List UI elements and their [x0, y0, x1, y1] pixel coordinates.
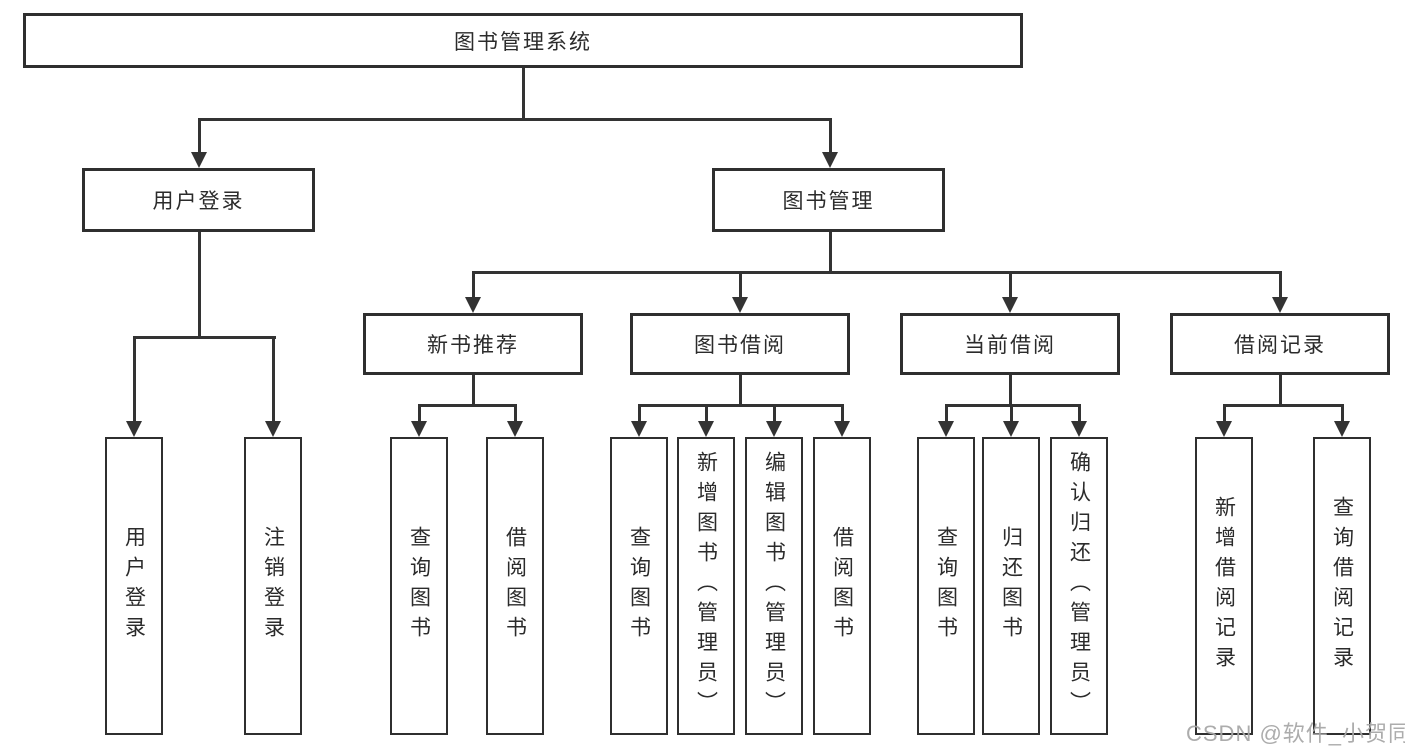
node-label: 图书管理 — [782, 190, 875, 213]
node-book-borrowing: 图书借阅 — [630, 313, 850, 375]
connector-line — [944, 404, 948, 422]
leaf-borrow-books: 借阅图书 — [813, 437, 871, 735]
node-label: 当前借阅 — [964, 334, 1056, 357]
leaf-query-books: 查询图书 — [610, 437, 668, 735]
connector-line — [197, 118, 201, 154]
connector-line — [1340, 404, 1344, 422]
leaf-query-borrow-record: 查询借阅记录 — [1313, 437, 1371, 735]
arrowhead-down-icon — [1002, 297, 1018, 313]
node-label: 新增图书（管理员） — [694, 451, 718, 721]
node-label: 用户登录 — [122, 526, 146, 646]
arrowhead-down-icon — [265, 421, 281, 437]
connector-line — [471, 375, 475, 406]
node-label: 查询借阅记录 — [1330, 496, 1354, 676]
node-book-management: 图书管理 — [712, 168, 945, 232]
arrowhead-down-icon — [834, 421, 850, 437]
connector-line — [1222, 404, 1226, 422]
leaf-user-login: 用户登录 — [105, 437, 163, 735]
arrowhead-down-icon — [1272, 297, 1288, 313]
node-label: 确认归还（管理员） — [1067, 451, 1091, 721]
leaf-borrow-books-recommend: 借阅图书 — [486, 437, 544, 735]
arrowhead-down-icon — [1071, 421, 1087, 437]
arrowhead-down-icon — [465, 297, 481, 313]
node-label: 借阅图书 — [830, 526, 854, 646]
node-borrowing-records: 借阅记录 — [1170, 313, 1390, 375]
node-label: 新增借阅记录 — [1212, 496, 1236, 676]
node-label: 查询图书 — [627, 526, 651, 646]
connector-line — [271, 336, 275, 422]
node-library-management-system: 图书管理系统 — [23, 13, 1023, 68]
connector-line — [1278, 271, 1282, 299]
connector-line — [132, 336, 276, 339]
leaf-edit-books-admin: 编辑图书（管理员） — [745, 437, 803, 735]
arrowhead-down-icon — [732, 297, 748, 313]
node-label: 编辑图书（管理员） — [762, 451, 786, 721]
leaf-query-books-recommend: 查询图书 — [390, 437, 448, 735]
node-label: 注销登录 — [261, 526, 285, 646]
arrowhead-down-icon — [1003, 421, 1019, 437]
node-label: 用户登录 — [152, 190, 245, 213]
leaf-add-borrow-record: 新增借阅记录 — [1195, 437, 1253, 735]
connector-line — [1008, 271, 1012, 299]
connector-line — [772, 404, 776, 422]
connector-line — [471, 271, 1282, 274]
leaf-return-books: 归还图书 — [982, 437, 1040, 735]
node-label: 归还图书 — [999, 526, 1023, 646]
node-label: 图书管理系统 — [454, 30, 592, 54]
connector-line — [944, 404, 1081, 407]
arrowhead-down-icon — [698, 421, 714, 437]
connector-line — [1222, 404, 1344, 407]
connector-line — [828, 118, 832, 154]
connector-line — [704, 404, 708, 422]
arrowhead-down-icon — [411, 421, 427, 437]
arrowhead-down-icon — [1216, 421, 1232, 437]
node-label: 借阅图书 — [503, 526, 527, 646]
node-new-book-recommendation: 新书推荐 — [363, 313, 583, 375]
node-label: 新书推荐 — [427, 334, 519, 357]
connector-line — [738, 375, 742, 406]
arrowhead-down-icon — [1334, 421, 1350, 437]
node-label: 图书借阅 — [694, 334, 786, 357]
node-label: 借阅记录 — [1234, 334, 1326, 357]
connector-line — [828, 232, 832, 274]
leaf-confirm-return-admin: 确认归还（管理员） — [1050, 437, 1108, 735]
connector-line — [417, 404, 517, 407]
arrowhead-down-icon — [938, 421, 954, 437]
connector-line — [197, 232, 201, 339]
leaf-logout: 注销登录 — [244, 437, 302, 735]
connector-line — [197, 118, 832, 121]
arrowhead-down-icon — [766, 421, 782, 437]
connector-line — [637, 404, 641, 422]
node-user-login: 用户登录 — [82, 168, 315, 232]
watermark: CSDN @软件_小贺同学 — [1186, 721, 1405, 746]
connector-line — [521, 68, 525, 120]
leaf-query-books-current: 查询图书 — [917, 437, 975, 735]
leaf-add-books-admin: 新增图书（管理员） — [677, 437, 735, 735]
connector-line — [1278, 375, 1282, 406]
connector-line — [637, 404, 844, 407]
node-current-borrowing: 当前借阅 — [900, 313, 1120, 375]
connector-line — [132, 336, 136, 422]
connector-line — [840, 404, 844, 422]
node-label: 查询图书 — [407, 526, 431, 646]
connector-line — [738, 271, 742, 299]
connector-line — [1077, 404, 1081, 422]
arrowhead-down-icon — [631, 421, 647, 437]
arrowhead-down-icon — [126, 421, 142, 437]
arrowhead-down-icon — [507, 421, 523, 437]
connector-line — [1008, 375, 1012, 406]
connector-line — [1009, 404, 1013, 422]
node-label: 查询图书 — [934, 526, 958, 646]
connector-line — [471, 271, 475, 299]
connector-line — [417, 404, 421, 422]
arrowhead-down-icon — [822, 152, 838, 168]
connector-line — [513, 404, 517, 422]
arrowhead-down-icon — [191, 152, 207, 168]
